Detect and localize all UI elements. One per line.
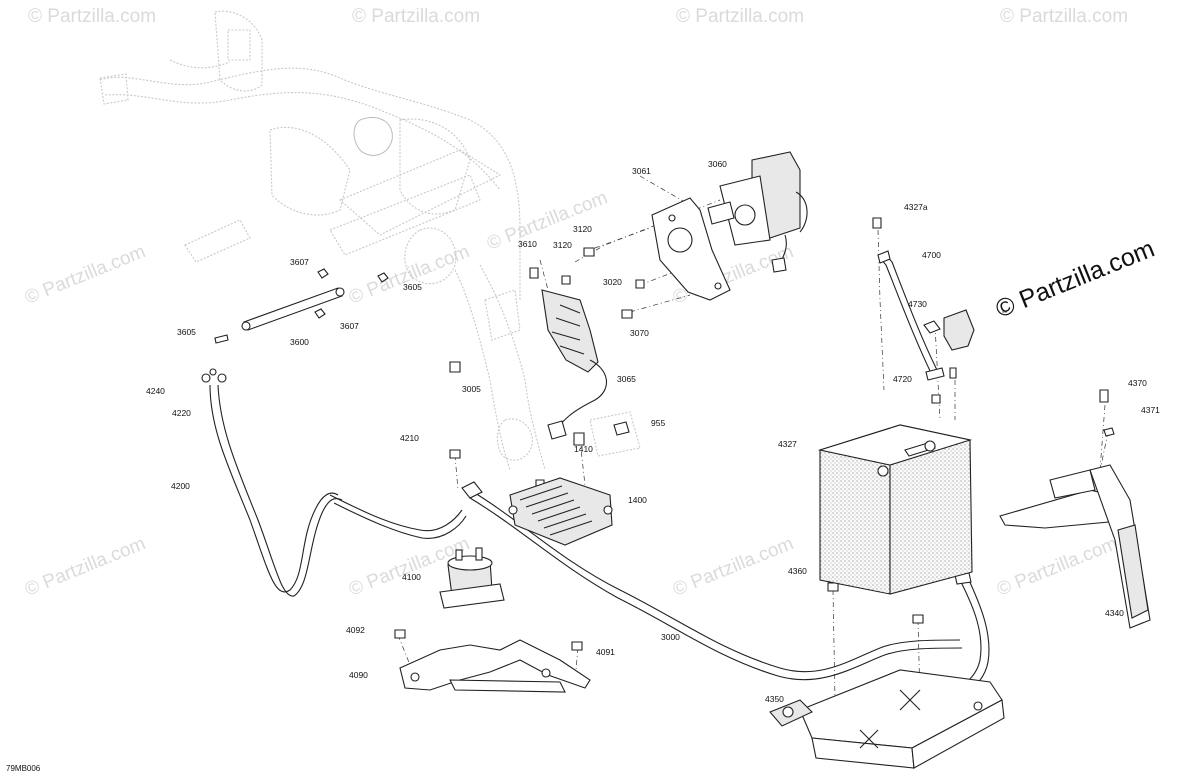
callout-label: 3060	[708, 159, 727, 169]
callout-label: 4210	[400, 433, 419, 443]
watermark: © Partzilla.com	[28, 6, 156, 27]
callout-label: 3020	[603, 277, 622, 287]
callout-label: 4371	[1141, 405, 1160, 415]
cable-4200	[201, 368, 343, 597]
callout-label: 3605	[403, 282, 422, 292]
regulator-1400	[508, 477, 613, 546]
callout-label: 4090	[349, 670, 368, 680]
callout-label: 4240	[146, 386, 165, 396]
cable-main-left	[329, 494, 467, 539]
callout-label: 4340	[1105, 608, 1124, 618]
callout-label: 4700	[922, 250, 941, 260]
callout-label: 4091	[596, 647, 615, 657]
callout-label: 3605	[177, 327, 196, 337]
callout-label: 3607	[340, 321, 359, 331]
watermark: © Partzilla.com	[352, 6, 480, 27]
bracket-3061	[651, 197, 731, 301]
callout-label: 3120	[553, 240, 572, 250]
ghost-frame	[99, 10, 641, 471]
callout-label: 4092	[346, 625, 365, 635]
callout-label: 4220	[172, 408, 191, 418]
callout-labels: 3607 3605 3607 3605 3600 4240 4220 4200 …	[146, 159, 1160, 704]
callout-label: 4350	[765, 694, 784, 704]
watermark: © Partzilla.com	[22, 533, 149, 600]
callout-label: 3000	[661, 632, 680, 642]
battery-4327	[817, 424, 973, 595]
watermark-main: © Partzilla.com	[992, 234, 1159, 323]
cable-3600	[214, 268, 389, 344]
callout-label: 4327	[778, 439, 797, 449]
callout-label: 3005	[462, 384, 481, 394]
watermark: © Partzilla.com	[484, 187, 611, 254]
callout-label: 4200	[171, 481, 190, 491]
callout-label: 3070	[630, 328, 649, 338]
watermark: © Partzilla.com	[1000, 6, 1128, 27]
callout-label: 1400	[628, 495, 647, 505]
watermark: © Partzilla.com	[670, 533, 797, 600]
callout-label: 3610	[518, 239, 537, 249]
actuator-3060	[707, 151, 808, 273]
callout-label: 3061	[632, 166, 651, 176]
terminal-cap-4730	[943, 309, 975, 351]
callout-label: 3607	[290, 257, 309, 267]
solenoid-4100	[439, 547, 505, 609]
watermark: © Partzilla.com	[22, 241, 149, 308]
bracket-4090	[399, 639, 591, 693]
watermark: © Partzilla.com	[994, 533, 1121, 600]
callout-label: 4327a	[904, 202, 928, 212]
harness-3065	[541, 289, 607, 440]
callout-label: 4720	[893, 374, 912, 384]
callout-label: 3120	[573, 224, 592, 234]
callout-label: 4360	[788, 566, 807, 576]
callout-label: 4730	[908, 299, 927, 309]
callout-label: 3600	[290, 337, 309, 347]
bracket-4340	[999, 464, 1151, 629]
callout-label: 4370	[1128, 378, 1147, 388]
diagram-code: 79MB006	[6, 764, 41, 773]
callout-label: 4100	[402, 572, 421, 582]
watermark: © Partzilla.com	[676, 6, 804, 27]
callout-label: 1410	[574, 444, 593, 454]
tray-4350	[769, 669, 1005, 769]
callout-label: 3065	[617, 374, 636, 384]
small-hardware	[394, 217, 1115, 651]
callout-label: 955	[651, 418, 665, 428]
cable-3000	[461, 481, 963, 681]
